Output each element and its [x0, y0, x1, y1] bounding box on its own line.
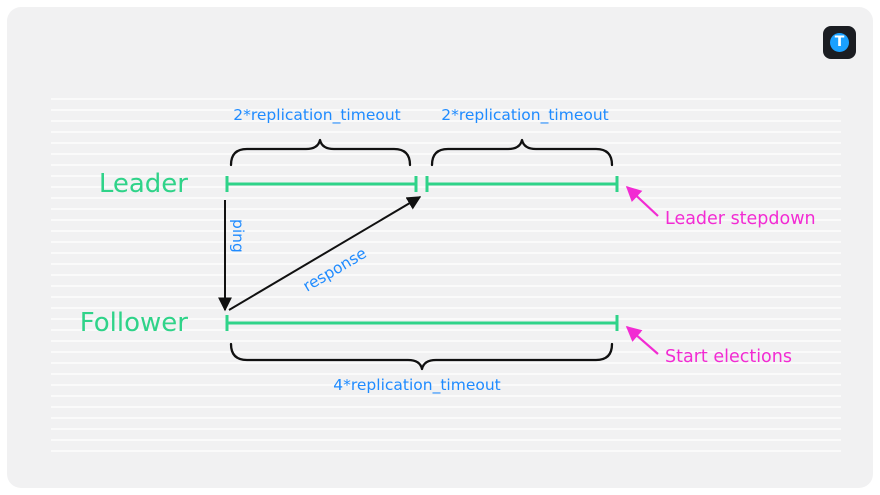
ping-label: ping — [229, 219, 247, 253]
follower-total-brace — [229, 342, 614, 371]
diagram-card — [7, 7, 873, 488]
start-elections-label: Start elections — [665, 347, 792, 367]
leader-first-brace — [229, 138, 412, 167]
brand-logo-icon: T — [823, 26, 856, 59]
leader-first-timeout-label: 2*replication_timeout — [233, 106, 401, 125]
leader-stepdown-label: Leader stepdown — [665, 209, 816, 229]
leader-stepdown-arrow — [625, 185, 659, 217]
follower-total-timeout-label: 4*replication_timeout — [333, 376, 501, 395]
leader-second-timeout-label: 2*replication_timeout — [441, 106, 609, 125]
logo-accent-dot — [830, 33, 849, 52]
logo-letter: T — [834, 34, 845, 50]
response-arrow — [228, 196, 422, 311]
striped-background — [51, 89, 841, 457]
start-elections-arrow — [625, 325, 659, 355]
leader-label: Leader — [99, 169, 188, 199]
follower-label: Follower — [80, 308, 189, 338]
leader-second-brace — [430, 138, 614, 167]
response-label: response — [300, 244, 370, 295]
